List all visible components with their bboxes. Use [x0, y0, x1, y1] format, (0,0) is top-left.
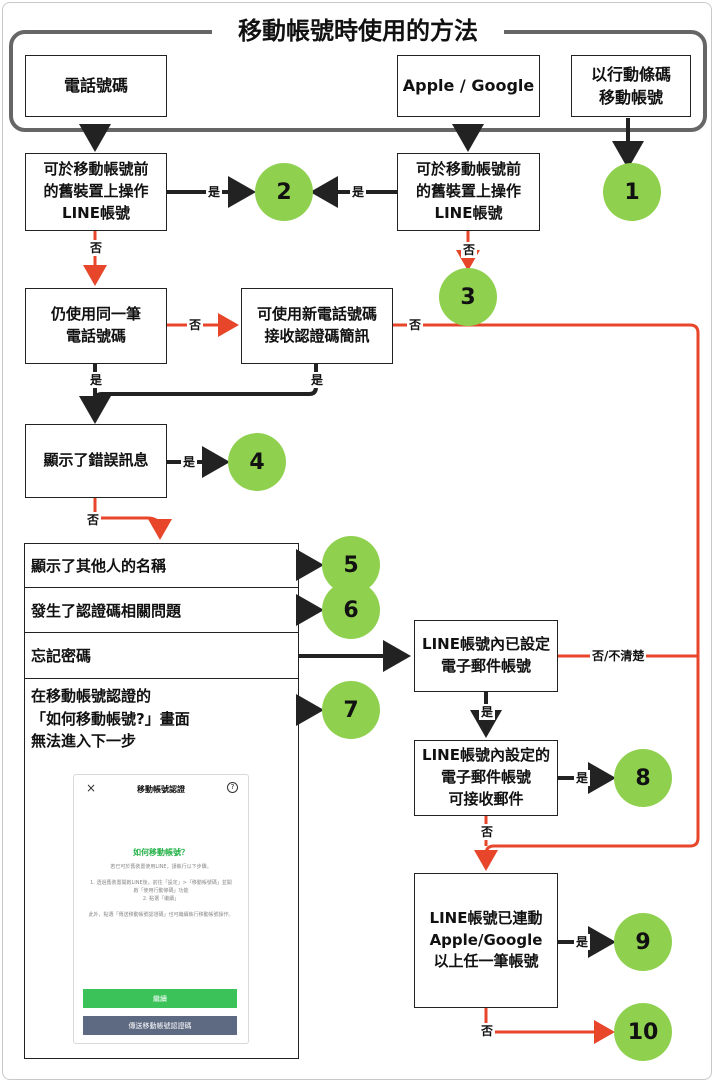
issue-cannot-proceed: 在移動帳號認證的 「如何移動帳號?」畫面 無法進入下一步	[31, 687, 190, 750]
result-6: 6	[322, 581, 380, 639]
option-transfer-qr: 以行動條碼 移動帳號	[571, 55, 691, 117]
label-yes: 是	[574, 770, 591, 786]
result-8: 8	[614, 749, 672, 807]
label-no: 否	[407, 317, 424, 333]
node-new-number-sms: 可使用新電話號碼 接收認證碼簡訊	[241, 288, 393, 364]
node-old-device-left: 可於移動帳號前 的舊裝置上操作 LINE帳號	[25, 153, 167, 231]
result-9: 9	[614, 913, 672, 971]
phone-description: 若已可於舊裝置使用LINE，請執行以下步驟。 1. 透過舊裝置開啟LINE後，前…	[88, 864, 234, 918]
node-apple-google-linked: LINE帳號已連動 Apple/Google 以上任一筆帳號	[414, 873, 558, 1008]
label-no: 否	[479, 824, 496, 840]
label-no: 否	[461, 242, 478, 258]
phone-title: 移動帳號認證	[137, 785, 185, 794]
help-icon: ?	[227, 782, 238, 793]
phone-screenshot: × 移動帳號認證 ? 如何移動帳號？ 若已可於舊裝置使用LINE，請執行以下步驟…	[73, 774, 249, 1044]
label-no: 否	[479, 1023, 496, 1039]
issues-panel	[24, 543, 299, 1059]
continue-button[interactable]: 繼續	[83, 989, 237, 1008]
option-apple-google: Apple / Google	[397, 55, 540, 117]
node-email-set: LINE帳號內已設定 電子郵件帳號	[414, 620, 558, 692]
label-yes: 是	[88, 372, 105, 388]
label-no: 否	[187, 317, 204, 333]
label-yes: 是	[350, 184, 367, 200]
node-same-number: 仍使用同一筆 電話號碼	[25, 288, 167, 364]
send-code-button[interactable]: 傳送移動帳號認證碼	[83, 1016, 237, 1035]
label-yes: 是	[206, 184, 223, 200]
issue-verification-code: 發生了認證碼相關問題	[24, 588, 298, 633]
label-yes: 是	[181, 454, 198, 470]
phone-subtitle: 如何移動帳號？	[133, 848, 189, 857]
node-old-device-right: 可於移動帳號前 的舊裝置上操作 LINE帳號	[397, 153, 540, 231]
label-yes: 是	[479, 704, 496, 720]
node-error-shown: 顯示了錯誤訊息	[25, 424, 167, 498]
label-yes: 是	[309, 372, 326, 388]
label-no: 否	[88, 240, 105, 256]
option-phone-number: 電話號碼	[25, 55, 167, 117]
label-no: 否	[85, 512, 102, 528]
issue-other-name: 顯示了其他人的名稱	[24, 543, 298, 588]
result-1: 1	[603, 163, 661, 221]
result-2: 2	[255, 163, 313, 221]
node-email-receivable: LINE帳號內設定的 電子郵件帳號 可接收郵件	[414, 740, 558, 816]
result-3: 3	[439, 268, 497, 326]
issue-forgot-password: 忘記密碼	[24, 633, 298, 679]
result-4: 4	[228, 433, 286, 491]
label-yes: 是	[574, 934, 591, 950]
label-no-unclear: 否/不清楚	[590, 648, 647, 664]
diagram-title: 移動帳號時使用的方法	[212, 14, 504, 48]
result-7: 7	[322, 681, 380, 739]
result-10: 10	[614, 1003, 672, 1061]
close-icon: ×	[86, 781, 97, 795]
